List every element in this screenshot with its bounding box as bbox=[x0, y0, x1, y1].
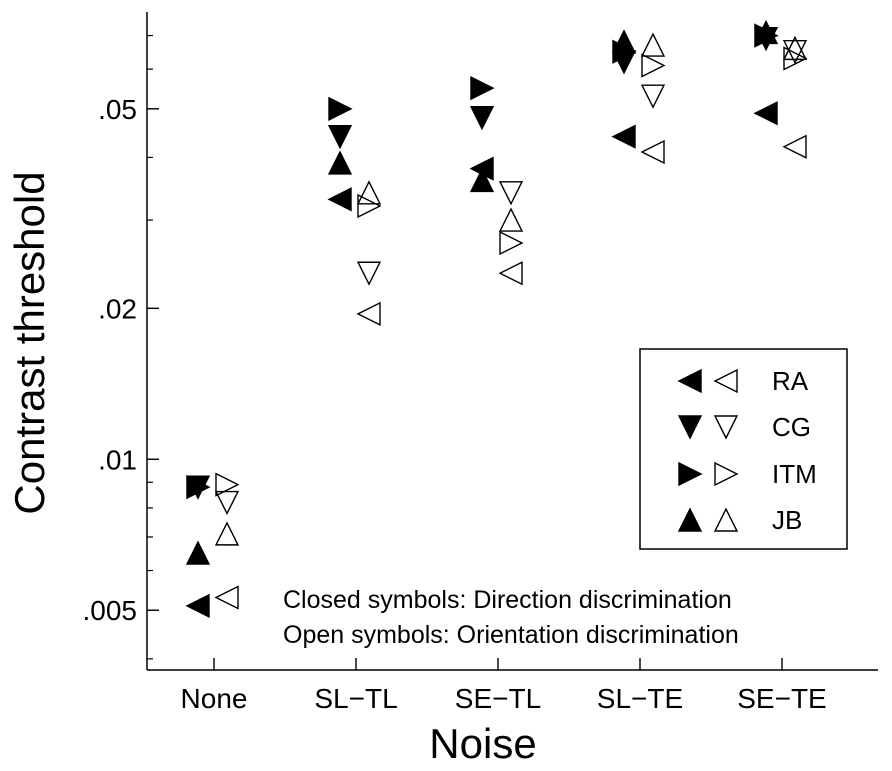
legend-label: RA bbox=[772, 366, 809, 396]
annotation-open: Open symbols: Orientation discrimination bbox=[283, 621, 739, 649]
marker-jb-closed bbox=[611, 29, 637, 54]
marker-jb-open bbox=[640, 32, 666, 57]
marker-jb-closed bbox=[327, 150, 353, 175]
x-tick-label: SE−TE bbox=[737, 683, 826, 714]
marker-itm-open bbox=[499, 230, 524, 256]
marker-itm-open bbox=[641, 53, 666, 78]
x-tick-label: SL−TL bbox=[314, 683, 397, 714]
marker-ra-open bbox=[214, 585, 239, 610]
legend-label: ITM bbox=[772, 459, 817, 489]
marker-cg-closed bbox=[327, 124, 353, 150]
legend-label: CG bbox=[772, 412, 811, 442]
annotation-closed: Closed symbols: Direction discrimination bbox=[283, 586, 732, 614]
legend-marker-open bbox=[713, 368, 738, 394]
y-tick-label: .05 bbox=[98, 94, 137, 125]
marker-ra-closed bbox=[185, 593, 210, 619]
data-marks bbox=[185, 19, 808, 619]
y-tick-label: .01 bbox=[98, 444, 137, 475]
y-axis-title: Contrast threshold bbox=[6, 171, 53, 514]
x-axis-title: Noise bbox=[429, 720, 536, 767]
y-tick-label: .005 bbox=[83, 595, 138, 626]
x-tick-label: None bbox=[181, 683, 248, 714]
marker-ra-open bbox=[782, 134, 807, 159]
legend-marker-closed bbox=[678, 461, 703, 487]
marker-ra-closed bbox=[753, 101, 778, 126]
marker-itm-open bbox=[215, 472, 240, 497]
legend: RA CG ITM JB bbox=[639, 348, 848, 550]
marker-cg-open bbox=[214, 490, 240, 516]
legend-marker-closed bbox=[677, 368, 702, 394]
marker-jb-closed bbox=[753, 19, 779, 45]
marker-itm-closed bbox=[470, 75, 495, 101]
marker-jb-closed bbox=[469, 167, 495, 193]
marker-itm-open bbox=[357, 193, 382, 219]
marker-ra-open bbox=[640, 139, 665, 165]
marker-cg-closed bbox=[469, 106, 495, 131]
marker-jb-open bbox=[498, 207, 524, 232]
marker-ra-closed bbox=[327, 187, 352, 212]
legend-entries: RA CG ITM JB bbox=[677, 366, 817, 535]
marker-ra-closed bbox=[611, 124, 636, 149]
legend-marker-open bbox=[714, 461, 739, 487]
legend-label: JB bbox=[772, 505, 802, 535]
marker-ra-open bbox=[498, 261, 523, 286]
legend-marker-closed bbox=[677, 507, 703, 532]
marker-itm-closed bbox=[328, 96, 353, 121]
x-tick-label: SL−TE bbox=[597, 683, 683, 714]
legend-box bbox=[639, 348, 848, 550]
marker-cg-open bbox=[356, 261, 382, 286]
x-tick-label: SE−TL bbox=[455, 683, 541, 714]
legend-marker-closed bbox=[677, 415, 703, 440]
marker-ra-open bbox=[356, 301, 381, 327]
marker-jb-open bbox=[356, 180, 382, 205]
marker-cg-open bbox=[498, 181, 524, 206]
marker-jb-open bbox=[214, 521, 240, 546]
legend-marker-open bbox=[713, 415, 739, 440]
marker-jb-open bbox=[782, 35, 808, 61]
legend-marker-open bbox=[713, 507, 739, 532]
marker-cg-open bbox=[640, 84, 666, 109]
y-tick-label: .02 bbox=[98, 293, 137, 324]
marker-itm-closed bbox=[186, 475, 211, 500]
marker-jb-closed bbox=[185, 540, 211, 565]
axes bbox=[146, 12, 878, 671]
marker-cg-open bbox=[782, 40, 808, 65]
